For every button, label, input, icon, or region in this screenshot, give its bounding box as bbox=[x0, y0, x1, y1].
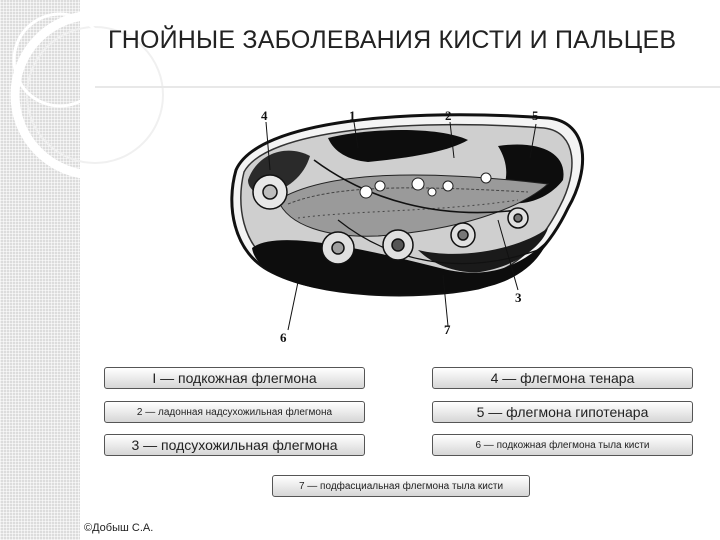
slide-title: ГНОЙНЫЕ ЗАБОЛЕВАНИЯ КИСТИ И ПАЛЬЦЕВ bbox=[108, 26, 677, 54]
legend-item-1: I — подкожная флегмона bbox=[104, 367, 365, 389]
legend-item-4: 4 — флегмона тенара bbox=[432, 367, 693, 389]
figure-number-2: 2 bbox=[445, 108, 452, 123]
figure-number-6: 6 bbox=[280, 330, 287, 345]
hand-cross-section-figure: 4 1 2 5 3 7 6 bbox=[218, 100, 598, 350]
figure-number-7: 7 bbox=[444, 322, 451, 337]
legend-item-3: 3 — подсухожильная флегмона bbox=[104, 434, 365, 456]
figure-number-5: 5 bbox=[532, 108, 539, 123]
title-divider bbox=[95, 86, 720, 88]
decorative-side-strip bbox=[0, 0, 80, 540]
cross-section-drawing bbox=[230, 113, 585, 331]
figure-number-1: 1 bbox=[349, 108, 356, 123]
figure-number-4: 4 bbox=[261, 108, 268, 123]
legend-item-5: 5 — флегмона гипотенара bbox=[432, 401, 693, 423]
legend-item-2: 2 — ладонная надсухожильная флегмона bbox=[104, 401, 365, 423]
legend-item-7: 7 — подфасциальная флегмона тыла кисти bbox=[272, 475, 530, 497]
author-credit: ©Добыш С.А. bbox=[84, 522, 154, 534]
legend-item-6: 6 — подкожная флегмона тыла кисти bbox=[432, 434, 693, 456]
figure-number-3: 3 bbox=[515, 290, 522, 305]
